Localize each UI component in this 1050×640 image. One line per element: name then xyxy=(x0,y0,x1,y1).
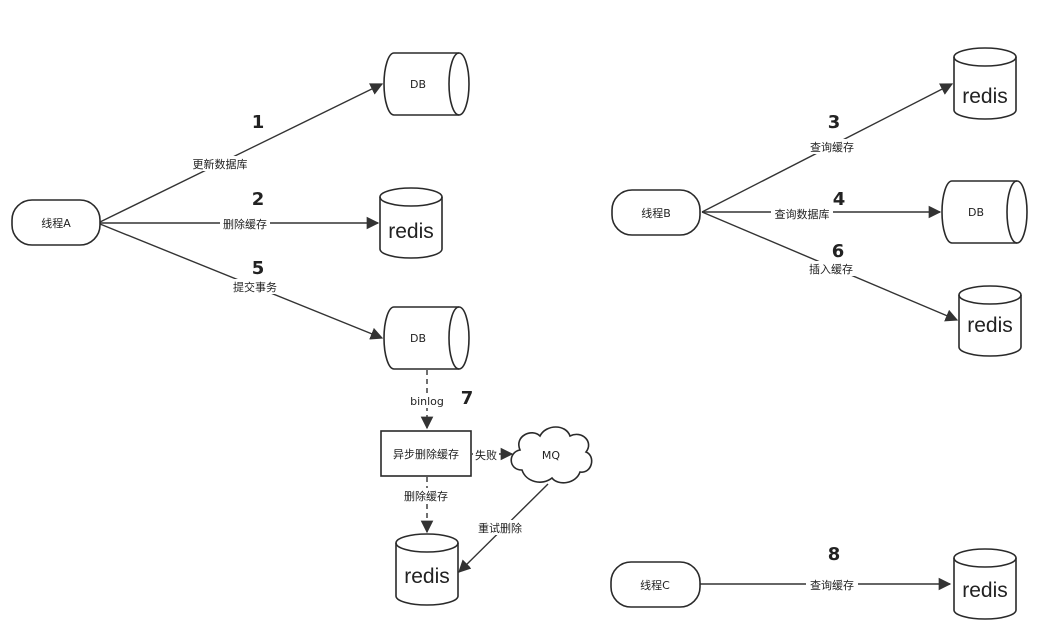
thread-c-node: 线程C xyxy=(610,561,701,608)
svg-text:更新数据库: 更新数据库 xyxy=(193,157,248,171)
db-node-commit: DB xyxy=(383,306,470,370)
edge-label-update-db: 更新数据库 xyxy=(190,156,250,171)
step-number-1: 1 xyxy=(252,112,265,133)
step-number-5: 5 xyxy=(252,258,265,279)
svg-text:线程C: 线程C xyxy=(640,578,670,592)
edge-label-fail: 失败 xyxy=(473,447,499,462)
edge-label-query-db-b: 查询数据库 xyxy=(771,206,833,221)
svg-text:redis: redis xyxy=(967,314,1013,337)
db-node-top: DB xyxy=(383,52,470,116)
thread-a-node: 线程A xyxy=(11,199,101,246)
redis-node-c: redis xyxy=(953,548,1017,620)
svg-text:查询缓存: 查询缓存 xyxy=(810,578,854,592)
svg-text:查询数据库: 查询数据库 xyxy=(775,207,830,221)
redis-node-a: redis xyxy=(379,187,443,259)
step-number-6: 6 xyxy=(832,241,845,262)
svg-text:redis: redis xyxy=(388,220,434,243)
svg-text:插入缓存: 插入缓存 xyxy=(809,262,853,276)
svg-text:失败: 失败 xyxy=(475,448,497,462)
step-number-3: 3 xyxy=(828,112,841,133)
svg-text:MQ: MQ xyxy=(542,449,560,462)
svg-text:线程B: 线程B xyxy=(641,206,671,220)
edge-label-query-cache-c: 查询缓存 xyxy=(806,577,858,592)
svg-text:DB: DB xyxy=(968,206,984,219)
edge-label-retry-delete: 重试删除 xyxy=(474,520,526,535)
step-number-4: 4 xyxy=(833,189,846,210)
edge-update-db xyxy=(99,83,384,223)
edge-label-delete-cache-2: 删除缓存 xyxy=(400,488,452,503)
step-number-2: 2 xyxy=(252,189,265,210)
mq-node: MQ xyxy=(510,426,593,484)
redis-node-b-insert: redis xyxy=(958,285,1022,357)
redis-node-a-bottom: redis xyxy=(395,533,459,606)
edge-label-binlog: binlog xyxy=(407,393,447,408)
step-number-8: 8 xyxy=(828,544,841,565)
svg-text:binlog: binlog xyxy=(410,395,444,408)
redis-node-b-query: redis xyxy=(953,47,1017,120)
svg-text:删除缓存: 删除缓存 xyxy=(404,489,448,503)
edge-label-commit-tx: 提交事务 xyxy=(230,279,280,294)
svg-text:提交事务: 提交事务 xyxy=(233,280,277,294)
svg-text:重试删除: 重试删除 xyxy=(478,521,522,535)
svg-text:redis: redis xyxy=(404,565,450,588)
svg-text:查询缓存: 查询缓存 xyxy=(810,140,854,154)
edge-label-delete-cache: 删除缓存 xyxy=(220,216,270,231)
svg-text:redis: redis xyxy=(962,579,1008,602)
step-number-7: 7 xyxy=(461,388,474,409)
svg-text:DB: DB xyxy=(410,332,426,345)
svg-text:删除缓存: 删除缓存 xyxy=(223,217,267,231)
svg-text:异步删除缓存: 异步删除缓存 xyxy=(393,447,459,461)
thread-b-node: 线程B xyxy=(611,189,701,236)
edge-label-query-cache-b: 查询缓存 xyxy=(806,139,858,154)
db-node-b: DB xyxy=(941,180,1028,244)
svg-text:DB: DB xyxy=(410,78,426,91)
async-delete-cache-node: 异步删除缓存 xyxy=(380,430,472,477)
svg-text:redis: redis xyxy=(962,85,1008,108)
svg-text:线程A: 线程A xyxy=(41,216,71,230)
edge-label-insert-cache-b: 插入缓存 xyxy=(805,261,857,276)
